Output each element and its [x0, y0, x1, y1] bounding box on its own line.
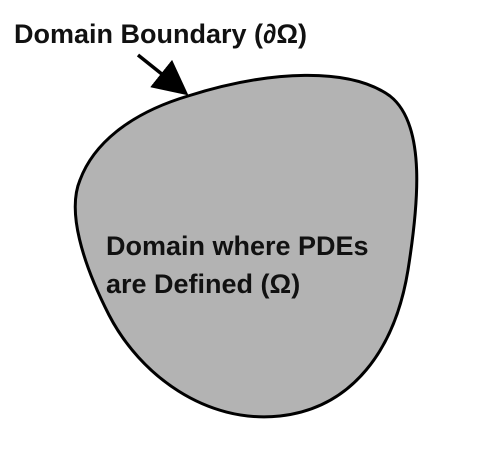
boundary-arrow: [136, 53, 189, 96]
domain-region: [73, 73, 419, 419]
domain-label-line-2: are Defined (Ω): [106, 269, 301, 299]
domain-label: Domain where PDEs are Defined (Ω): [106, 227, 369, 303]
boundary-label: Domain Boundary (∂Ω): [14, 19, 307, 49]
domain-label-line-1: Domain where PDEs: [106, 231, 369, 261]
